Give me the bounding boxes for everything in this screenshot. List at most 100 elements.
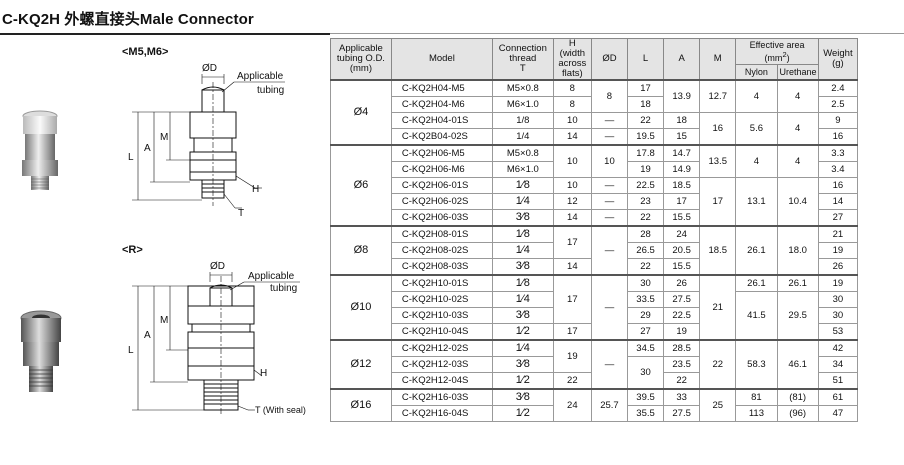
h-cell: 19 (552, 339, 592, 373)
weight-cell: 2.4 (817, 79, 859, 97)
l-cell: 39.5 (626, 388, 665, 406)
table-row: Ø8 C-KQ2H08-01S 1⁄8 17 — 28 24 18.5 26.1… (330, 225, 859, 276)
od-cell: — (590, 274, 629, 341)
model-cell: C-KQ2H12-03S (390, 356, 493, 373)
applicable-label-r: Applicable (248, 271, 295, 282)
a-cell: 26 (663, 274, 701, 292)
model-cell: C-KQ2H10-03S (390, 307, 493, 324)
header-od: ØD (590, 38, 629, 81)
dim-h-r: H (260, 368, 267, 379)
thread-cell: 1⁄8 (491, 274, 554, 292)
a-cell: 22.5 (663, 307, 701, 324)
m-cell: 25 (699, 388, 737, 422)
dim-m-m: M (160, 132, 168, 143)
title-rule (0, 33, 330, 35)
h-cell: 24 (552, 388, 592, 422)
od-cell: 25.7 (590, 388, 629, 422)
model-cell: C-KQ2H06-M5 (390, 144, 493, 162)
weight-cell: 3.3 (817, 144, 859, 162)
od-cell: 10 (590, 144, 629, 178)
product-photo-m (22, 110, 58, 190)
l-cell: 19.5 (626, 128, 665, 146)
nylon-cell: 113 (735, 405, 778, 422)
h-cell: 14 (552, 209, 592, 227)
thread-cell: M6×1.0 (491, 161, 554, 178)
h-cell: 14 (552, 128, 592, 146)
l-cell: 30 (626, 356, 665, 390)
model-cell: C-KQ2H06-01S (390, 177, 493, 194)
header-m: M (699, 38, 737, 81)
table-row: C-KQ2H08-02S 1⁄4 26.5 20.5 19 (331, 242, 859, 259)
dim-t-m: T (238, 208, 244, 219)
od-cell: — (590, 177, 629, 194)
table-row: C-KQ2H10-03S 3⁄8 29 22.5 30 (331, 307, 859, 324)
header-l: L (626, 38, 665, 81)
weight-cell: 26 (817, 258, 859, 276)
nylon-cell: 58.3 (735, 339, 778, 390)
l-cell: 30 (626, 274, 665, 292)
table-row: C-KQ2H10-02S 1⁄4 33.5 27.5 41.5 29.5 30 (331, 291, 859, 341)
weight-cell: 16 (817, 128, 859, 146)
dim-a-r: A (144, 330, 151, 341)
a-cell: 19 (663, 323, 701, 341)
tubing-label-r: tubing (270, 283, 297, 294)
weight-cell: 30 (817, 307, 859, 324)
table-row: C-KQ2H06-03S 3⁄8 14 — 22 15.5 27 (331, 209, 859, 227)
od-group: Ø12 (330, 339, 392, 390)
diagram-m5-m6: ØD Applicable tubing L A M H T (128, 63, 285, 219)
l-cell: 17.8 (626, 144, 665, 162)
title-rule-thin (330, 33, 904, 34)
variant-label-m: <M5,M6> (122, 46, 169, 58)
a-cell: 14.7 (663, 144, 701, 162)
l-cell: 35.5 (626, 405, 665, 422)
thread-cell: 1/4 (491, 128, 554, 146)
thread-cell: 1⁄4 (491, 193, 554, 210)
m-cell: 18.5 (699, 225, 737, 276)
weight-cell: 61 (817, 388, 859, 406)
l-cell: 18 (626, 96, 665, 113)
model-cell: C-KQ2H06-03S (390, 209, 493, 227)
dim-h-m: H (252, 184, 259, 195)
nylon-cell: 13.1 (735, 177, 778, 227)
model-cell: C-KQ2H10-02S (390, 291, 493, 308)
urethane-cell: 4 (776, 79, 819, 113)
dim-l-r: L (128, 345, 134, 356)
spec-table: Applicable tubing O.D. (mm) Model Connec… (330, 37, 859, 422)
od-group: Ø4 (330, 79, 392, 146)
h-cell: 8 (552, 96, 592, 113)
od-cell: — (590, 225, 629, 276)
weight-cell: 34 (817, 356, 859, 373)
a-cell: 24 (663, 225, 701, 243)
thread-cell: 1⁄4 (491, 242, 554, 259)
od-cell: — (590, 209, 629, 227)
header-a: A (663, 38, 701, 81)
nylon-cell: 4 (735, 79, 778, 113)
table-row: C-KQ2H06-02S 1⁄4 12 — 23 17 14 (331, 193, 859, 210)
page-title: C-KQ2H 外螺直接头Male Connector (2, 11, 254, 28)
a-cell: 17 (663, 193, 701, 210)
header-effective-area: Effective area(mm2) (735, 37, 819, 66)
a-cell: 18.5 (663, 177, 701, 194)
thread-cell: 1⁄8 (491, 177, 554, 194)
model-cell: C-KQ2H10-04S (390, 323, 493, 341)
l-cell: 19 (626, 161, 665, 178)
m-cell: 22 (699, 339, 737, 390)
a-cell: 15 (663, 128, 701, 146)
l-cell: 28 (626, 225, 665, 243)
thread-cell: 1⁄2 (491, 323, 554, 341)
od-group: Ø6 (330, 144, 392, 227)
od-group: Ø8 (330, 225, 392, 276)
l-cell: 27 (626, 323, 665, 341)
od-cell: — (590, 112, 629, 129)
a-cell: 18 (663, 112, 701, 129)
weight-cell: 42 (817, 339, 859, 357)
nylon-cell: 81 (735, 388, 778, 406)
dim-l-m: L (128, 152, 134, 163)
h-cell: 12 (552, 193, 592, 210)
a-cell: 20.5 (663, 242, 701, 259)
header-nylon: Nylon (735, 64, 778, 81)
table-row: C-KQ2H12-03S 3⁄8 30 23.5 34 (331, 356, 859, 390)
model-cell: C-KQ2H16-04S (390, 405, 493, 422)
